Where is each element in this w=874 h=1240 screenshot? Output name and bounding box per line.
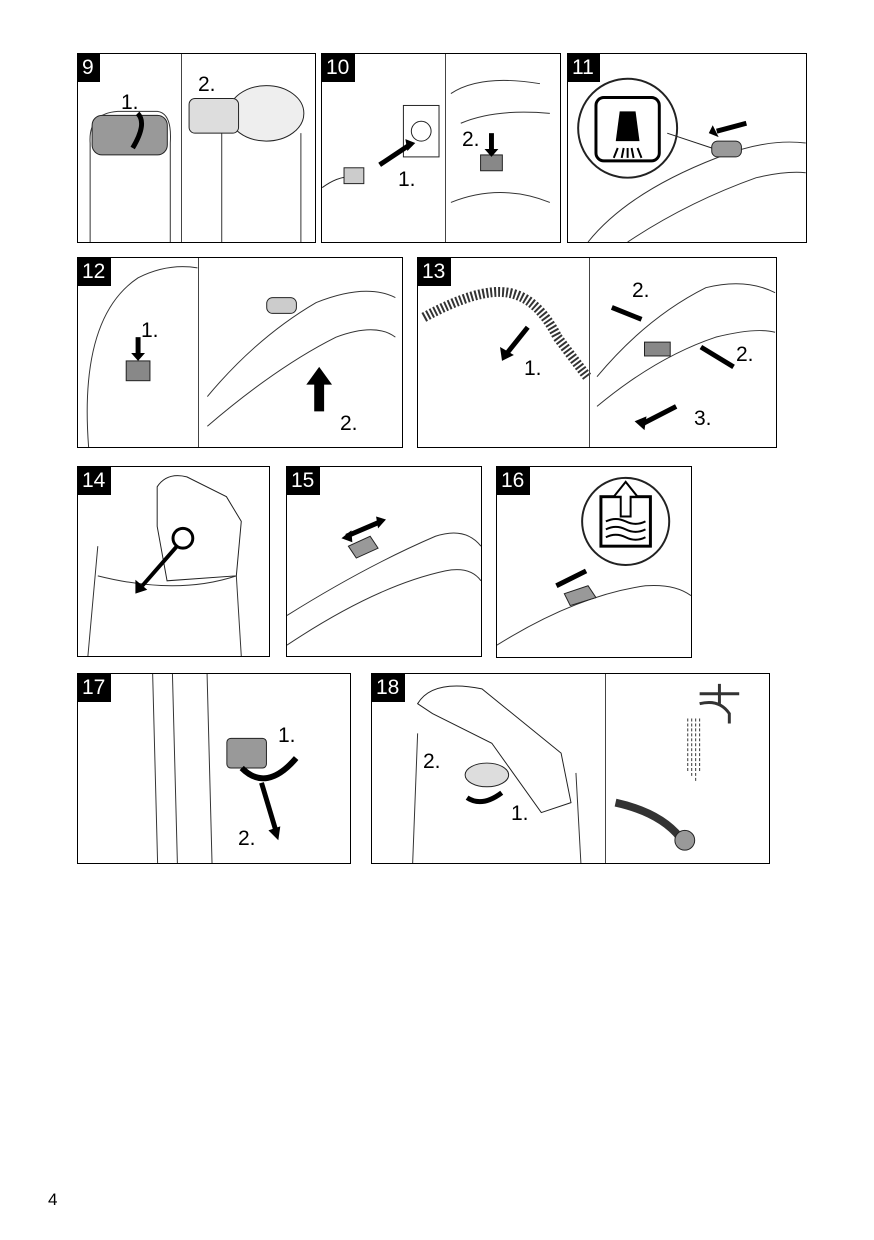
divider	[445, 54, 446, 242]
page-number: 4	[48, 1190, 58, 1209]
figure-9: 9 1. 2.	[77, 53, 316, 243]
figure-number: 13	[418, 258, 452, 286]
figure-number: 9	[78, 54, 100, 82]
step-label: 1.	[524, 357, 542, 380]
figure-17: 17 1. 2.	[77, 673, 351, 864]
step-label: 2.	[632, 279, 650, 302]
figure-number: 17	[78, 674, 112, 702]
illustration-spray-button	[577, 77, 806, 242]
step-label: 2.	[198, 73, 216, 96]
figure-13: 13 1. 2. 2. 3.	[417, 257, 777, 448]
figure-14: 14	[77, 466, 270, 657]
figure-10: 10 1. 2.	[321, 53, 561, 243]
step-label: 2.	[736, 343, 754, 366]
figure-number: 18	[372, 674, 406, 702]
figure-12: 12 1. 2.	[77, 257, 403, 448]
step-label: 2.	[340, 412, 358, 435]
figure-number: 14	[78, 467, 112, 495]
step-label: 1.	[121, 91, 139, 114]
divider	[181, 54, 182, 242]
illustration-hose-detach	[421, 283, 776, 431]
figure-number: 12	[78, 258, 112, 286]
step-label: 3.	[694, 407, 712, 430]
step-label: 2.	[238, 827, 256, 850]
figure-number: 11	[568, 54, 600, 82]
illustration-filter-bag	[87, 475, 242, 656]
step-label: 1.	[278, 724, 296, 747]
illustration-cleaning-tank	[412, 683, 740, 863]
step-label: 2.	[423, 750, 441, 773]
divider	[198, 258, 199, 447]
illustration-hose-connect	[86, 266, 396, 447]
step-label: 1.	[511, 802, 529, 825]
divider	[589, 258, 590, 447]
figure-number: 16	[497, 467, 531, 495]
step-label: 1.	[398, 168, 416, 191]
figure-number: 15	[287, 467, 321, 495]
step-label: 2.	[462, 128, 480, 151]
illustration-nozzle-removal	[152, 674, 299, 863]
illustration-lid-removal	[89, 85, 305, 242]
figure-number: 10	[322, 54, 356, 82]
figure-16: 16	[496, 466, 692, 658]
divider	[605, 674, 606, 863]
illustration-slide-control	[287, 516, 481, 646]
figure-15: 15	[286, 466, 482, 657]
figure-11: 11	[567, 53, 807, 243]
figure-18: 18 2. 1.	[371, 673, 770, 864]
illustration-suction-mode	[497, 476, 691, 646]
step-label: 1.	[141, 319, 159, 342]
illustration-plug-in	[322, 79, 551, 203]
